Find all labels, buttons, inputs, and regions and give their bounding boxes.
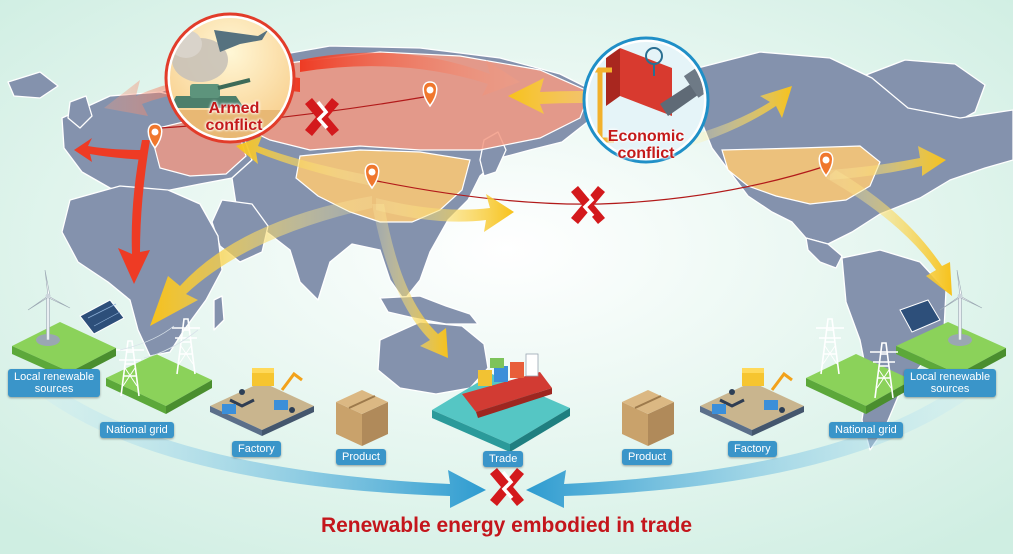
central-america-land [805,237,843,269]
solar-panel-icon [899,299,941,333]
container-icon [620,48,672,116]
economic-conflict-badge [582,36,710,164]
yellow-arrow-to-australia [372,204,448,358]
arctic-isle-land [7,71,59,99]
africa-land [61,185,223,357]
right-local-sources-label: Local renewable sources [904,369,997,397]
yellow-arrow-to-europe [236,136,372,186]
left-chain [12,269,389,447]
britain-land [67,95,93,129]
blue-arrow-left [28,376,486,508]
caption: Renewable energy embodied in trade [320,514,693,537]
red-arrow-down [118,140,150,284]
yellow-arrow-to-pacific [376,194,514,232]
right-local-sources-line2: sources [930,383,970,395]
economic-link-line [371,165,827,205]
fighter-jet-icon [214,30,268,52]
usa-highlight [721,145,881,205]
yellow-arrow-to-samerica [826,170,952,296]
armed-conflict-line2: conflict [205,117,263,134]
solar-panel-icon [79,299,125,335]
armed-conflict-badge [164,12,296,144]
right-factory-label: Factory [728,441,777,457]
right-chain [621,269,1006,447]
armed-conflict-label: Armed conflict [188,100,280,134]
blue-arrow-right [526,376,984,508]
madagascar-land [213,295,225,331]
red-arrow-left [74,138,146,162]
red-arrow-east [300,52,520,96]
yellow-arrow-to-africa [150,196,372,326]
left-national-grid-label: National grid [100,422,174,438]
renewable-tile [896,322,1006,374]
left-factory-label: Factory [232,441,281,457]
economic-conflict-label: Economic conflict [596,128,696,162]
left-local-sources-label: Local renewable sources [8,369,101,397]
left-local-sources-line2: sources [34,383,74,395]
trade-ship [432,353,570,452]
ship-hull-icon [462,372,552,412]
economic-conflict-line2: conflict [617,145,675,162]
armed-conflict-line1: Armed [208,100,260,117]
trade-label: Trade [483,451,524,467]
right-local-sources-line1: Local renewable [910,371,991,383]
right-product-label: Product [622,449,672,465]
right-national-grid-label: National grid [829,422,903,438]
economic-conflict-line1: Economic [607,128,685,145]
embodied-trade-arrows [28,376,984,508]
yellow-arrow-to-atlantic [830,146,946,180]
renewable-tile [12,322,116,372]
left-local-sources-line1: Local renewable [14,371,95,383]
yellow-arrow-to-namerica [690,86,792,146]
tank-icon [170,96,244,108]
left-product-label: Product [336,449,386,465]
